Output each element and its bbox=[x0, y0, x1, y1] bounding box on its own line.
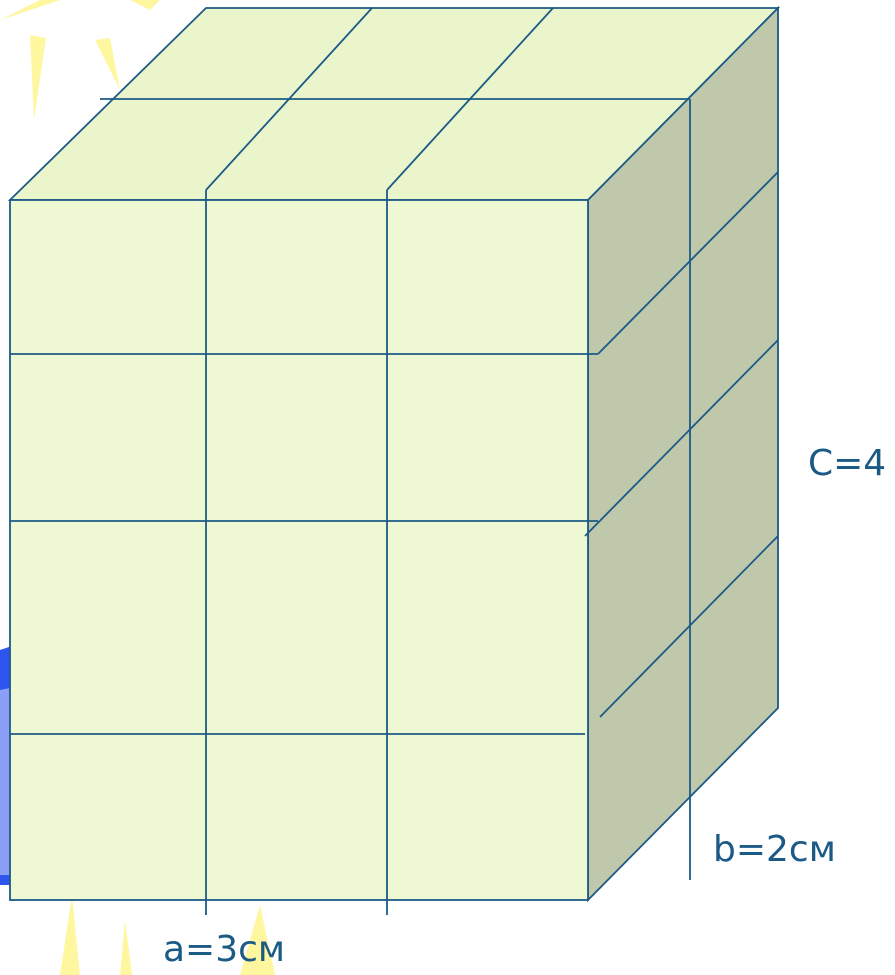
side-diagonal-line bbox=[584, 339, 779, 537]
label-length-a: a=3см bbox=[163, 929, 286, 970]
background-rays bbox=[0, 0, 275, 975]
background-ray bbox=[95, 38, 120, 90]
background-ray bbox=[130, 0, 160, 10]
background-disc-inner bbox=[0, 688, 10, 875]
background-ray bbox=[240, 905, 275, 975]
label-width-b: b=2см bbox=[713, 829, 836, 870]
side-diagonal-line bbox=[599, 535, 779, 718]
background-ray bbox=[60, 895, 80, 975]
grid-lines bbox=[10, 7, 779, 915]
label-height-c: C=4 bbox=[808, 443, 887, 484]
side-diagonal-line bbox=[597, 171, 779, 355]
background-ray bbox=[30, 35, 46, 120]
background-ray bbox=[120, 920, 132, 975]
background-ray bbox=[0, 0, 60, 20]
top-diagonal-line bbox=[205, 7, 373, 191]
top-diagonal-line bbox=[386, 7, 554, 191]
front-face bbox=[9, 199, 589, 901]
